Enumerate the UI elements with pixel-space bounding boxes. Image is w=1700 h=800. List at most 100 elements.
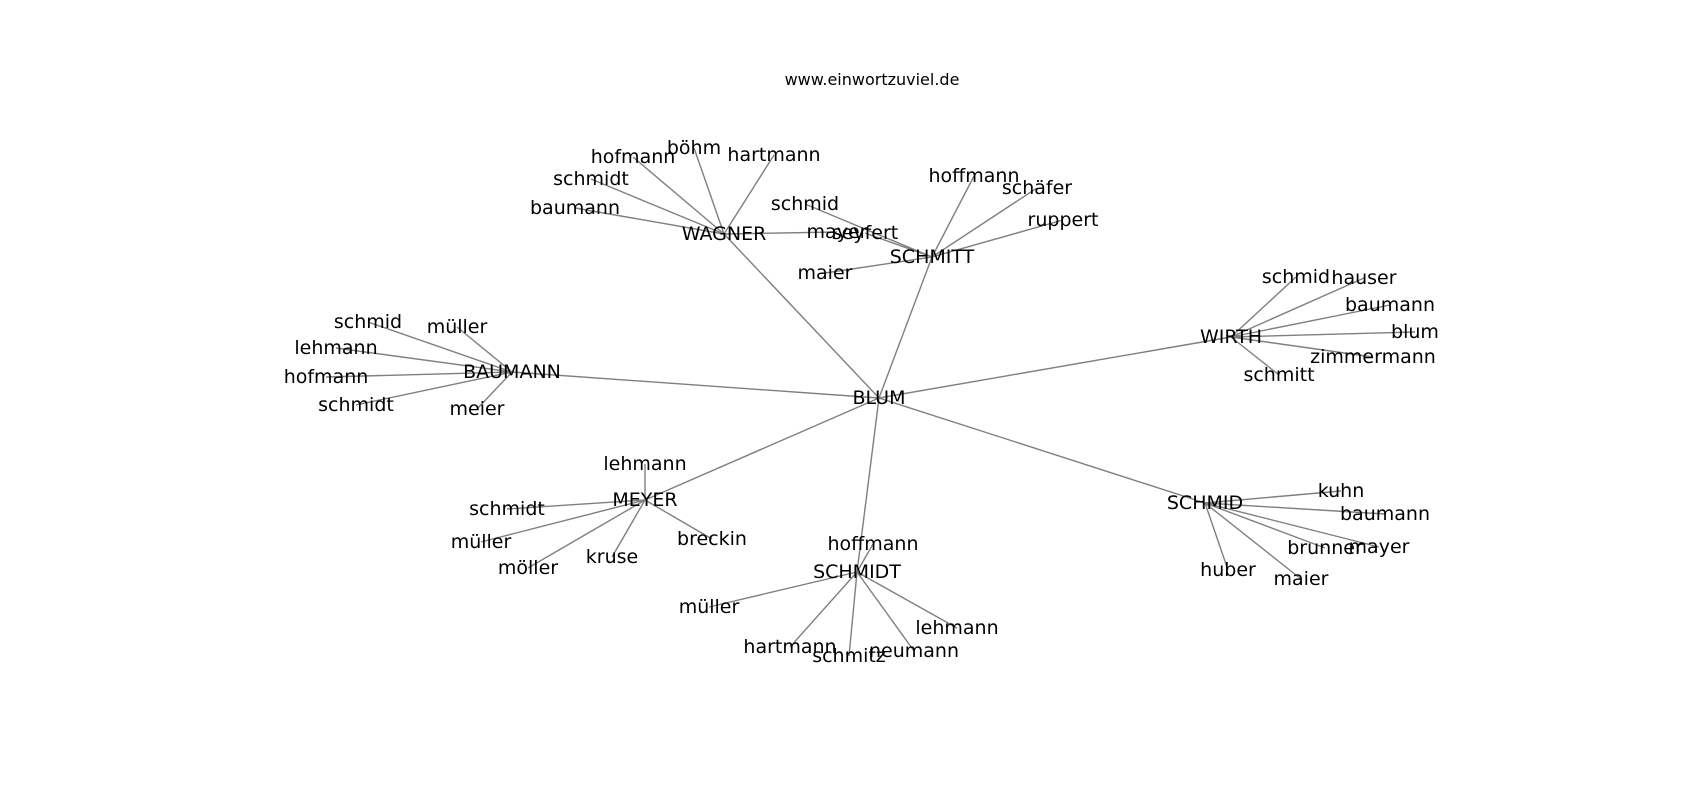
- edge-wirth-blum: [1230, 331, 1416, 338]
- edge-wagner-schmidt: [590, 178, 725, 235]
- edge-center-wirth: [878, 336, 1232, 399]
- edge-meyer-mueller: [480, 499, 646, 543]
- edge-baumann-schmid: [367, 321, 513, 373]
- edge-baumann-hofmann: [325, 371, 513, 378]
- edge-schmid-baumann: [1204, 502, 1386, 515]
- hub-node-schmitt: SCHMITT: [890, 246, 975, 268]
- leaf-node-wirth-blum: blum: [1391, 321, 1439, 343]
- hub-node-schmid: SCHMID: [1167, 492, 1243, 514]
- leaf-node-meyer-breckin: breckin: [677, 528, 747, 550]
- leaf-node-wirth-zimmermann: zimmermann: [1310, 346, 1436, 368]
- edge-schmidt-hoffmann: [856, 543, 874, 573]
- leaf-node-meyer-schmidt: schmidt: [469, 498, 545, 520]
- edge-wagner-hartmann: [723, 154, 775, 235]
- leaf-node-meyer-lehmann: lehmann: [603, 453, 686, 475]
- leaf-node-schmid-baumann: baumann: [1340, 503, 1430, 525]
- edge-wirth-schmitt: [1230, 336, 1280, 376]
- edge-wagner-mayer: [723, 231, 838, 235]
- leaf-node-baumann-mueller: müller: [427, 316, 488, 338]
- leaf-node-wagner-baumann: baumann: [530, 197, 620, 219]
- edge-center-wagner: [723, 233, 880, 399]
- leaf-node-baumann-meier: meier: [450, 398, 505, 420]
- edge-meyer-schmidt: [506, 499, 646, 510]
- leaf-node-wagner-boehm: böhm: [667, 137, 721, 159]
- center-node-blum: BLUM: [853, 387, 906, 409]
- edge-wagner-baumann: [574, 207, 725, 235]
- leaf-node-schmitt-schaefer: schäfer: [1002, 177, 1072, 199]
- leaf-node-schmidt-hoffmann: hoffmann: [828, 533, 919, 555]
- edge-schmid-kuhn: [1204, 490, 1342, 504]
- leaf-node-meyer-moeller: möller: [498, 557, 558, 579]
- edge-schmidt-hartmann: [789, 571, 858, 648]
- edge-wirth-baumann: [1230, 304, 1391, 338]
- leaf-node-schmitt-ruppert: ruppert: [1028, 209, 1099, 231]
- leaf-node-wirth-schmid: schmid: [1262, 266, 1330, 288]
- leaf-node-meyer-kruse: kruse: [586, 546, 638, 568]
- edge-meyer-breckin: [644, 499, 713, 540]
- edge-wagner-boehm: [693, 147, 725, 235]
- edge-baumann-mueller: [456, 326, 513, 373]
- leaf-node-schmid-huber: huber: [1200, 559, 1256, 581]
- edge-schmitt-seyfert: [864, 232, 933, 258]
- leaf-node-wirth-schmitt: schmitt: [1243, 364, 1314, 386]
- leaf-node-wagner-hofmann: hofmann: [591, 146, 676, 168]
- leaf-node-schmitt-seyfert: seyfert: [832, 222, 898, 244]
- edge-wirth-schmid: [1230, 276, 1297, 338]
- leaf-node-wirth-hauser: hauser: [1331, 267, 1396, 289]
- leaf-node-schmidt-neumann: neumann: [869, 640, 959, 662]
- edge-center-meyer: [644, 397, 880, 501]
- leaf-node-baumann-schmidt: schmidt: [318, 394, 394, 416]
- edge-center-schmid: [878, 397, 1206, 504]
- hub-node-wagner: WAGNER: [682, 223, 767, 245]
- leaf-node-schmidt-lehmann: lehmann: [915, 617, 998, 639]
- leaf-node-schmid-brunner: brunner: [1287, 537, 1363, 559]
- leaf-node-wirth-baumann: baumann: [1345, 294, 1435, 316]
- edge-schmid-brunner: [1204, 502, 1326, 549]
- edge-wirth-zimmermann: [1230, 336, 1374, 358]
- edge-schmidt-schmitz: [848, 571, 858, 657]
- edge-center-schmidt: [856, 397, 880, 573]
- leaf-node-schmitt-maier: maier: [798, 262, 853, 284]
- edge-schmid-maier: [1204, 502, 1302, 580]
- leaf-node-schmidt-mueller: müller: [679, 596, 740, 618]
- leaf-node-wagner-mayer: mayer: [807, 221, 868, 243]
- leaf-node-meyer-mueller: müller: [451, 531, 512, 553]
- edge-schmid-mayer: [1204, 502, 1380, 548]
- edge-meyer-moeller: [527, 499, 646, 569]
- leaf-node-schmitt-hoffmann: hoffmann: [929, 165, 1020, 187]
- edge-wagner-hofmann: [632, 156, 725, 235]
- hub-node-meyer: MEYER: [612, 489, 677, 511]
- site-title: www.einwortzuviel.de: [784, 70, 960, 89]
- leaf-node-baumann-lehmann: lehmann: [294, 337, 377, 359]
- edge-schmitt-hoffmann: [931, 175, 975, 258]
- leaf-node-schmid-mayer: mayer: [1349, 536, 1410, 558]
- leaf-node-wagner-hartmann: hartmann: [727, 144, 820, 166]
- edge-schmidt-mueller: [708, 571, 858, 608]
- edge-schmitt-schmid: [804, 203, 933, 258]
- hub-node-wirth: WIRTH: [1200, 326, 1262, 348]
- hub-node-schmidt: SCHMIDT: [813, 561, 901, 583]
- hub-node-baumann: BAUMANN: [463, 361, 561, 383]
- edge-center-schmitt: [878, 256, 933, 399]
- leaf-node-wagner-schmidt: schmidt: [553, 168, 629, 190]
- leaf-node-schmid-maier: maier: [1274, 568, 1329, 590]
- leaf-node-schmidt-hartmann: hartmann: [743, 636, 836, 658]
- edge-baumann-lehmann: [335, 347, 513, 373]
- edge-schmidt-lehmann: [856, 571, 958, 629]
- edge-baumann-meier: [476, 371, 513, 410]
- leaf-node-schmid-kuhn: kuhn: [1318, 480, 1365, 502]
- leaf-node-baumann-hofmann: hofmann: [284, 366, 369, 388]
- leaf-node-schmitt-schmid: schmid: [771, 193, 839, 215]
- edge-meyer-kruse: [611, 499, 646, 558]
- edge-schmitt-maier: [824, 256, 933, 274]
- edge-schmitt-ruppert: [931, 219, 1064, 258]
- leaf-node-schmidt-schmitz: schmitz: [812, 645, 886, 667]
- leaf-node-baumann-schmid: schmid: [334, 311, 402, 333]
- edge-baumann-schmidt: [355, 371, 513, 406]
- edge-schmid-huber: [1204, 502, 1229, 571]
- edge-schmidt-neumann: [856, 571, 915, 652]
- edge-schmitt-schaefer: [931, 187, 1038, 258]
- edge-wirth-hauser: [1230, 277, 1365, 338]
